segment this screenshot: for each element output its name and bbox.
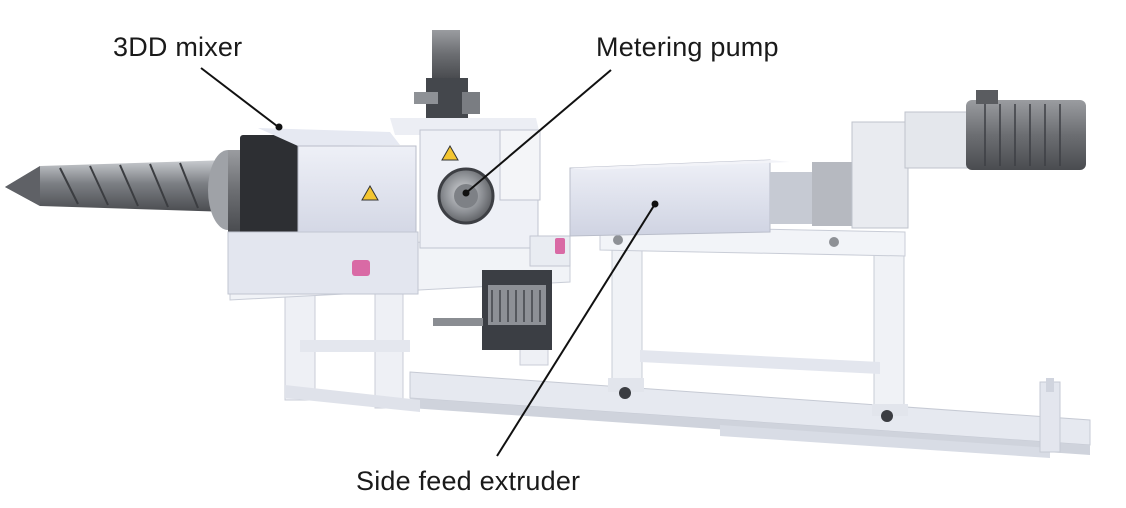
leader-line-mixer [200,67,278,127]
side-feed-barrel [569,159,852,237]
leader-dot-mixer [275,123,283,131]
leader-dot-pump [462,189,470,197]
label-3dd-mixer: 3DD mixer [113,32,243,62]
leader-line-side-feed [496,203,656,457]
label-side-feed-extruder: Side feed extruder [356,466,581,496]
top-motor [414,30,480,118]
leader-dots [275,123,659,208]
mixer-screw [5,160,230,212]
side-feed-gearbox [851,90,1086,229]
label-metering-pump: Metering pump [596,32,779,62]
mixer-housing [227,128,419,295]
leader-lines [200,67,656,457]
leader-line-pump [465,69,612,194]
mixer-flange [208,135,302,247]
base-frame [409,371,1091,458]
leader-dot-side-feed [651,200,659,208]
gear-drive-unit [433,270,552,350]
